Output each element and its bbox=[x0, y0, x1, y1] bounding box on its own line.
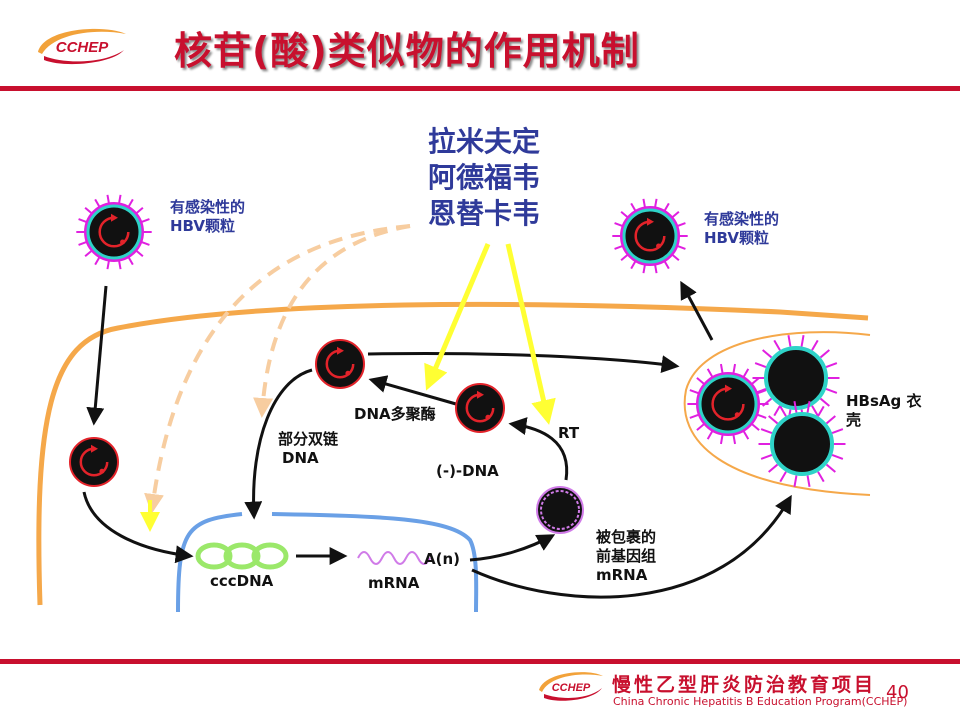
infectious-virion-left bbox=[76, 194, 152, 270]
rt-label: RT bbox=[558, 424, 580, 442]
drug-list: 拉米夫定 阿德福韦 恩替卡韦 bbox=[428, 124, 540, 232]
mrna-label: mRNA bbox=[368, 574, 420, 592]
page-title: 核苷(酸)类似物的作用机制 bbox=[174, 29, 640, 73]
enveloped-virion bbox=[687, 363, 769, 445]
uncoat-arrow bbox=[82, 491, 194, 564]
inhibit-polymerase-arrow bbox=[424, 243, 491, 391]
nucleocapsid-entry bbox=[69, 437, 119, 487]
export-arrow bbox=[469, 534, 556, 562]
nucleus-envelope bbox=[176, 512, 243, 613]
polymerase-arrow bbox=[368, 375, 457, 406]
translation-arrow bbox=[471, 494, 792, 599]
footer-divider bbox=[0, 659, 960, 664]
footer-logo-text: CCHEP bbox=[552, 682, 591, 694]
cccdna-rings bbox=[195, 542, 289, 570]
entry-arrow bbox=[86, 285, 108, 426]
cchep-logo: CCHEP bbox=[38, 28, 126, 65]
drug-lamivudine: 拉米夫定 bbox=[428, 125, 541, 158]
mrna-wave bbox=[357, 551, 431, 565]
footer-cchep-logo: CCHEP bbox=[539, 672, 603, 701]
to-envelope-arrow bbox=[367, 352, 680, 374]
header-divider bbox=[0, 86, 960, 91]
polya-label: A(n) bbox=[424, 550, 460, 568]
import-arrow bbox=[244, 368, 313, 520]
minus-dna-capsid bbox=[455, 383, 505, 433]
pregenome-capsid bbox=[536, 486, 584, 534]
release-arrow bbox=[680, 280, 714, 341]
recycle-arrow-inner bbox=[253, 224, 411, 418]
rt-arrow bbox=[508, 417, 569, 481]
minus-dna-label: (-)-DNA bbox=[436, 462, 499, 480]
hbsag-label: HBsAg 衣壳 bbox=[846, 392, 922, 429]
drug-entecavir: 恩替卡韦 bbox=[428, 197, 541, 230]
dna-polymerase-label: DNA多聚酶 bbox=[354, 405, 436, 423]
infectious-virion-right bbox=[612, 198, 688, 274]
cell-membrane bbox=[36, 301, 869, 606]
footer-org-cn: 慢性乙型肝炎防治教育项目 bbox=[612, 674, 877, 696]
hbsag-particle-top bbox=[752, 334, 840, 422]
recycle-arrow-outer bbox=[144, 224, 411, 514]
inhibit-rt-arrow bbox=[505, 243, 556, 425]
cchep-logo-text: CCHEP bbox=[56, 39, 110, 56]
nucleus-envelope-right bbox=[271, 512, 479, 613]
er-compartment bbox=[683, 331, 871, 496]
page-number: 40 bbox=[886, 682, 909, 703]
nucleocapsid-mature bbox=[315, 339, 365, 389]
hbsag-particle-bottom bbox=[758, 400, 846, 488]
footer-org-en: China Chronic Hepatitis B Education Prog… bbox=[613, 695, 908, 708]
cccdna-label: cccDNA bbox=[210, 572, 274, 590]
drug-adefovir: 阿德福韦 bbox=[428, 161, 541, 194]
